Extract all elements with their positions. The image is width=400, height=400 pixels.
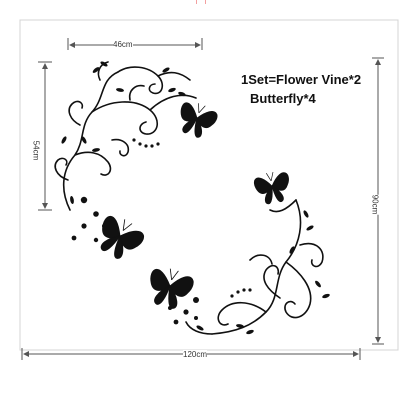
top-edge-mark [196,0,206,4]
vine-leaves-bottom-right [196,210,330,335]
right-height-label: 90cm [370,194,380,215]
butterfly-4 [150,268,194,309]
butterfly-1 [180,102,218,138]
set-contents-line-2: Butterfly*4 [250,91,316,106]
set-contents-line-1: 1Set=Flower Vine*2 [241,72,362,87]
top-dimension [67,38,203,50]
left-dimension [38,61,52,211]
flower-vine-bottom-right [185,199,324,335]
butterfly-3 [100,215,145,259]
wall-frame [19,19,399,351]
bottom-width-label: 120cm [183,350,208,359]
decorative-dots [71,196,199,325]
butterfly-2 [253,171,289,205]
flower-vine-top-left [54,61,197,211]
left-height-label: 54cm [31,140,41,161]
vine-leaves-top-left [61,61,186,204]
top-width-label: 46cm [113,40,133,49]
